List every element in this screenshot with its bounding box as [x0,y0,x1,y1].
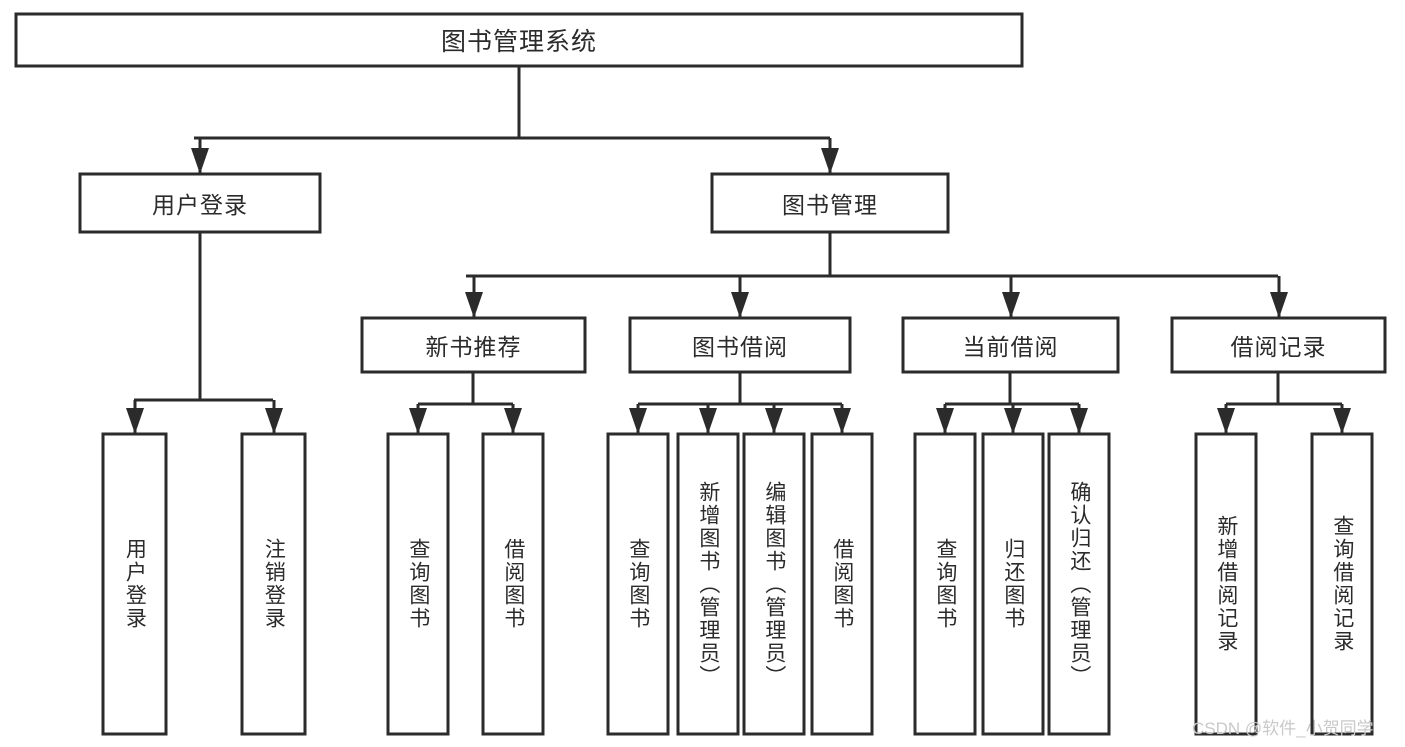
arrowhead-icon [1270,292,1288,318]
node-box-leaf-confirm-return-admin[interactable] [1047,432,1111,736]
node-box-leaf-borrow-book-recommend[interactable] [481,432,545,736]
node-box-root[interactable] [14,12,1024,68]
arrowhead-icon [1333,408,1351,434]
arrowhead-icon [504,408,522,434]
arrowhead-icon [1070,408,1088,434]
node-box-user-login[interactable] [78,172,322,234]
node-box-leaf-query-book-current[interactable] [913,432,977,736]
node-box-borrow-record[interactable] [1170,316,1387,374]
node-box-book-management[interactable] [710,172,950,234]
arrowhead-icon [765,408,783,434]
node-box-leaf-add-borrow-record[interactable] [1194,432,1258,736]
arrowhead-icon [821,148,839,174]
arrowhead-icon [833,408,851,434]
arrowhead-icon [629,408,647,434]
node-box-leaf-return-book[interactable] [981,432,1045,736]
arrowhead-icon [731,292,749,318]
node-box-leaf-query-book-borrow[interactable] [606,432,670,736]
arrowhead-icon [1002,292,1020,318]
links-layer [126,66,1351,434]
arrowhead-icon [191,148,209,174]
node-box-leaf-logout[interactable] [240,432,307,736]
node-box-book-borrow[interactable] [628,316,852,374]
arrowhead-icon [936,408,954,434]
node-box-leaf-query-borrow-record[interactable] [1310,432,1374,736]
nodes-layer [14,12,1387,736]
arrowhead-icon [409,408,427,434]
arrowhead-icon [1217,408,1235,434]
node-box-new-book-recommend[interactable] [360,316,587,374]
node-box-leaf-query-book-recommend[interactable] [386,432,450,736]
node-box-leaf-borrow-book[interactable] [810,432,874,736]
node-box-current-borrow[interactable] [901,316,1120,374]
arrowhead-icon [699,408,717,434]
node-box-leaf-user-login[interactable] [101,432,168,736]
node-box-leaf-edit-book-admin[interactable] [742,432,806,736]
arrowhead-icon [265,408,283,434]
node-box-leaf-add-book-admin[interactable] [676,432,740,736]
arrowhead-icon [1004,408,1022,434]
arrowhead-icon [126,408,144,434]
arrowhead-icon [465,292,483,318]
